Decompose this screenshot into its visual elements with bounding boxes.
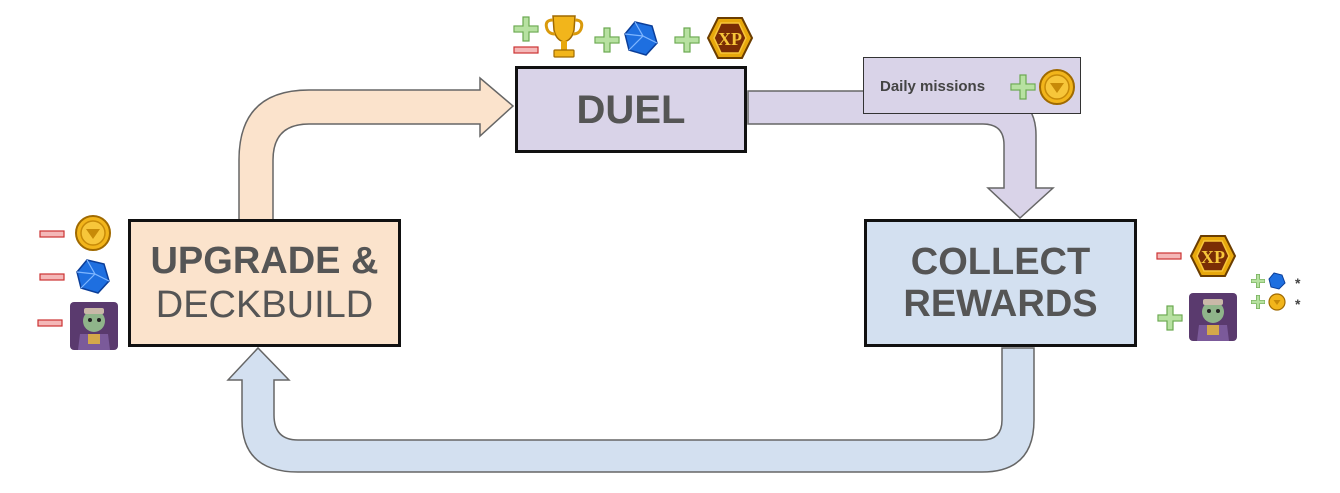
gem-icon bbox=[624, 21, 658, 56]
plus-icon bbox=[674, 27, 700, 53]
xp-badge-icon bbox=[1190, 235, 1236, 277]
minus-icon bbox=[37, 319, 63, 327]
upgrade-deckbuild-node: UPGRADE & DECKBUILD bbox=[128, 219, 401, 347]
upgrade-label: UPGRADE & bbox=[150, 240, 379, 282]
plus-icon bbox=[1251, 295, 1265, 309]
minus-icon bbox=[1156, 252, 1182, 260]
rewards-label: REWARDS bbox=[903, 283, 1098, 325]
footnote-mark: * bbox=[1295, 296, 1301, 312]
plus-icon bbox=[1251, 274, 1265, 288]
arrow-collect-to-upgrade bbox=[226, 346, 1035, 473]
gold-coin-icon bbox=[1268, 293, 1286, 311]
plus-icon bbox=[1157, 305, 1183, 331]
xp-badge-icon bbox=[707, 17, 753, 59]
footnote-mark: * bbox=[1295, 275, 1301, 291]
collect-rewards-node: COLLECT REWARDS bbox=[864, 219, 1137, 347]
minus-icon bbox=[39, 230, 65, 238]
hero-card-icon bbox=[70, 302, 118, 350]
plus-icon bbox=[1010, 74, 1036, 100]
plus-icon bbox=[513, 16, 539, 42]
duel-node: DUEL bbox=[515, 66, 747, 153]
hero-card-icon bbox=[1189, 293, 1237, 341]
plus-icon bbox=[594, 27, 620, 53]
gold-coin-icon bbox=[1039, 69, 1075, 105]
arrow-upgrade-to-duel bbox=[238, 76, 515, 221]
duel-label: DUEL bbox=[576, 87, 686, 132]
collect-label: COLLECT bbox=[910, 241, 1091, 283]
daily-missions-box: Daily missions bbox=[863, 57, 1081, 114]
daily-missions-label: Daily missions bbox=[880, 78, 986, 95]
gem-icon bbox=[76, 259, 110, 294]
trophy-icon bbox=[544, 15, 584, 58]
minus-icon bbox=[39, 273, 65, 281]
gem-icon bbox=[1268, 272, 1286, 290]
deckbuild-label: DECKBUILD bbox=[155, 284, 374, 326]
minus-icon bbox=[513, 46, 539, 54]
gold-coin-icon bbox=[75, 215, 111, 251]
